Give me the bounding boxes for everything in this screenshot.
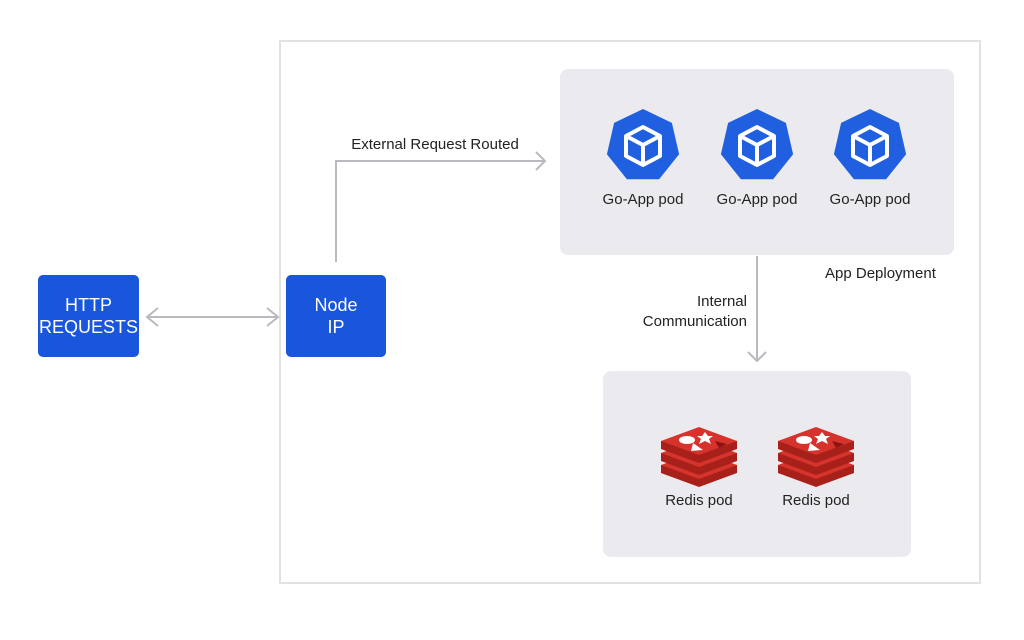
kubernetes-pod-icon bbox=[720, 109, 794, 180]
node-box-line1: Node bbox=[314, 295, 358, 315]
external-route-label: External Request Routed bbox=[351, 136, 519, 153]
internal-communication-label-line1: Internal bbox=[696, 293, 747, 310]
redis-icon bbox=[661, 427, 737, 487]
internal-communication-connector bbox=[747, 256, 767, 363]
http-requests-box: HTTP REQUESTS bbox=[38, 275, 139, 357]
pod-label: Go-App pod bbox=[602, 191, 684, 208]
node-ip-box: Node IP bbox=[286, 275, 386, 357]
pod-label: Go-App pod bbox=[829, 191, 911, 208]
http-box-line2: REQUESTS bbox=[38, 317, 139, 337]
http-box-line1: HTTP bbox=[65, 295, 112, 315]
external-route-connector bbox=[335, 151, 547, 262]
pod-label: Redis pod bbox=[782, 492, 850, 509]
redis-icon bbox=[778, 427, 854, 487]
node-box-line2: IP bbox=[327, 317, 345, 337]
kubernetes-pod-icon bbox=[833, 109, 907, 180]
pod-label: Go-App pod bbox=[716, 191, 798, 208]
redis-panel bbox=[603, 371, 911, 557]
internal-communication-label-line2: Communication bbox=[642, 313, 747, 330]
pod-label: Redis pod bbox=[665, 492, 733, 509]
app-deployment-label: App Deployment bbox=[825, 265, 936, 282]
kubernetes-pod-icon bbox=[606, 109, 680, 180]
http-node-connector bbox=[145, 307, 280, 327]
